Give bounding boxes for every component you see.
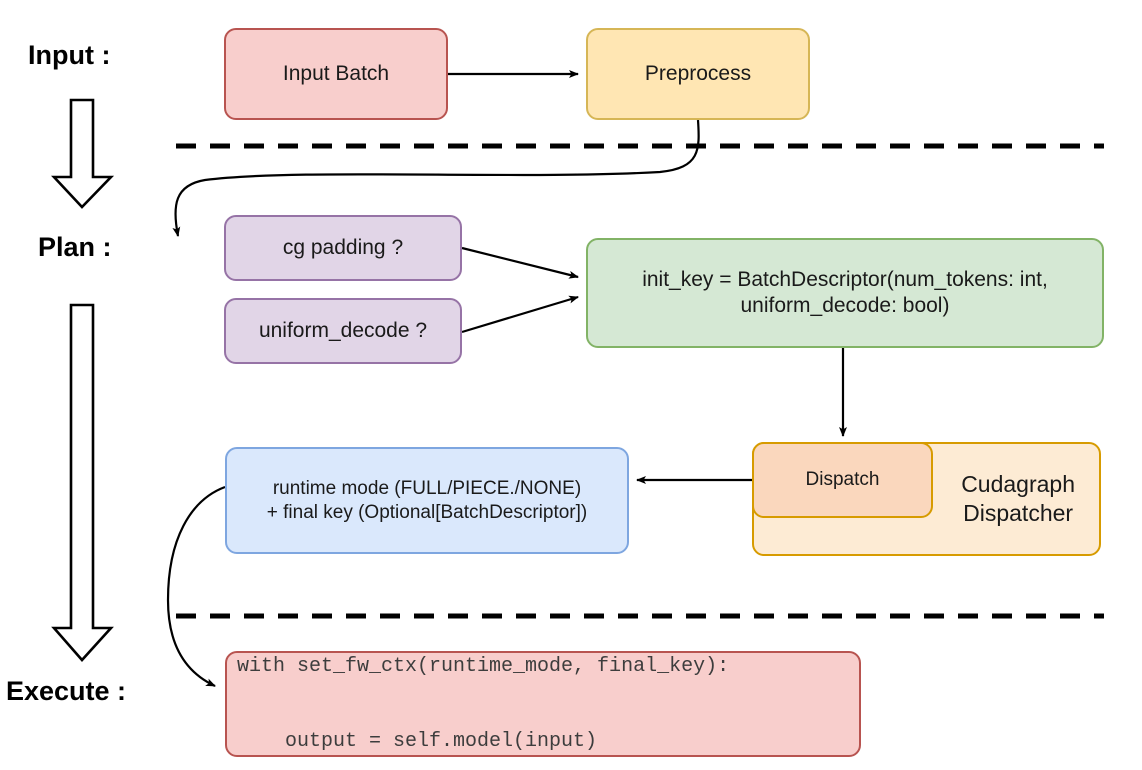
node-uniform-decode[interactable]: uniform_decode ?: [224, 298, 462, 364]
stage-label-plan: Plan :: [38, 232, 112, 262]
node-runtime-mode-text: runtime mode (FULL/PIECE./NONE) + final …: [267, 477, 588, 525]
node-init-key[interactable]: init_key = BatchDescriptor(num_tokens: i…: [586, 238, 1104, 348]
node-cudagraph-dispatcher-line-1: Cudagraph: [961, 471, 1075, 498]
node-execute-code-text: with set_fw_ctx(runtime_mode, final_key)…: [237, 604, 729, 770]
node-execute-code[interactable]: with set_fw_ctx(runtime_mode, final_key)…: [225, 651, 861, 757]
node-execute-code-line-2: output = self.model(input): [237, 730, 598, 753]
node-execute-code-line-1: with set_fw_ctx(runtime_mode, final_key)…: [237, 655, 730, 678]
node-cudagraph-dispatcher-text: Cudagraph Dispatcher: [961, 470, 1075, 528]
node-init-key-text: init_key = BatchDescriptor(num_tokens: i…: [642, 267, 1048, 320]
node-uniform-decode-label: uniform_decode ?: [258, 318, 428, 342]
node-runtime-mode[interactable]: runtime mode (FULL/PIECE./NONE) + final …: [225, 447, 629, 554]
node-runtime-mode-line-1: runtime mode (FULL/PIECE./NONE): [272, 477, 582, 499]
stage-label-input: Input :: [28, 40, 111, 70]
edge-cg-padding-to-init-key: [461, 246, 579, 279]
node-runtime-mode-line-2: + final key (Optional[BatchDescriptor]): [266, 501, 588, 523]
node-init-key-line-1: init_key = BatchDescriptor(num_tokens: i…: [642, 267, 1048, 291]
stage-arrow-plan-to-execute: [51, 303, 114, 662]
node-cudagraph-dispatcher-line-2: Dispatcher: [963, 500, 1074, 526]
stage-label-execute: Execute :: [6, 676, 127, 706]
edge-uniform-decode-to-init-key: [461, 295, 579, 334]
node-preprocess-label: Preprocess: [644, 61, 752, 85]
node-cg-padding-label: cg padding ?: [282, 235, 404, 259]
node-init-key-line-2: uniform_decode: bool): [740, 294, 950, 317]
node-dispatch-label: Dispatch: [805, 469, 880, 491]
node-input-batch[interactable]: Input Batch: [224, 28, 448, 120]
stage-arrow-input-to-plan: [51, 98, 115, 209]
node-preprocess[interactable]: Preprocess: [586, 28, 810, 120]
node-input-batch-label: Input Batch: [282, 61, 390, 85]
edge-runtime-mode-to-execute-code: [166, 485, 226, 687]
node-dispatch[interactable]: Dispatch: [752, 442, 933, 518]
node-cg-padding[interactable]: cg padding ?: [224, 215, 462, 281]
